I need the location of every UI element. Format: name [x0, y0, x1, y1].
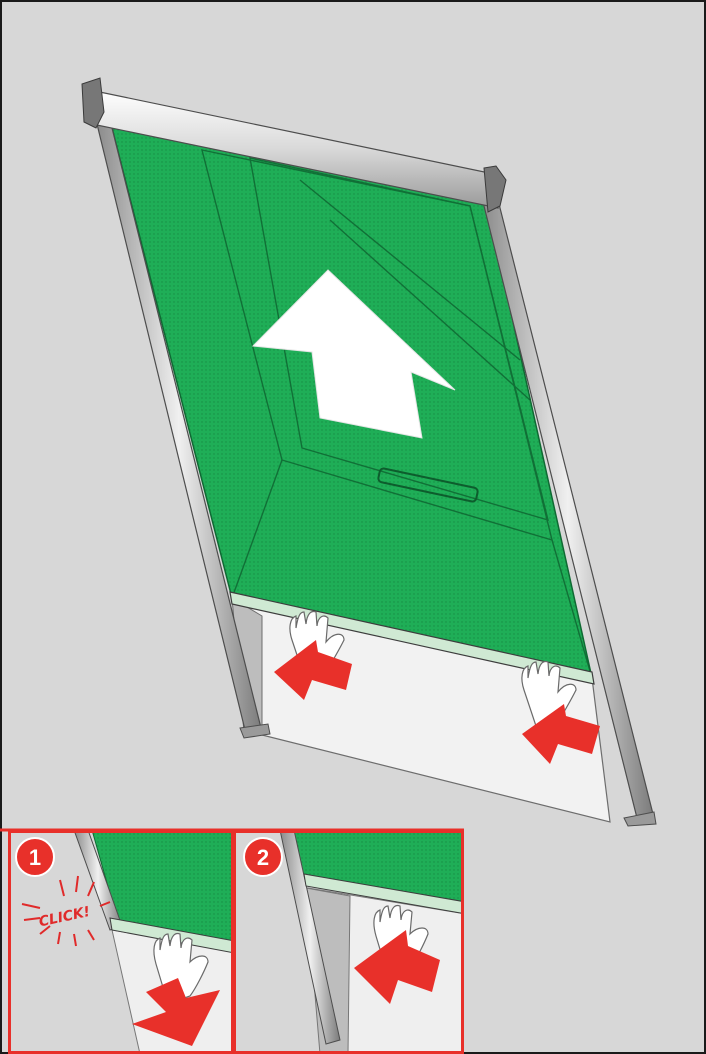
- step-2-panel: 2: [236, 830, 466, 1054]
- step-1-number: 1: [29, 845, 41, 870]
- step-2-number: 2: [257, 845, 269, 870]
- step-1-panel: CLICK! 1: [10, 830, 240, 1054]
